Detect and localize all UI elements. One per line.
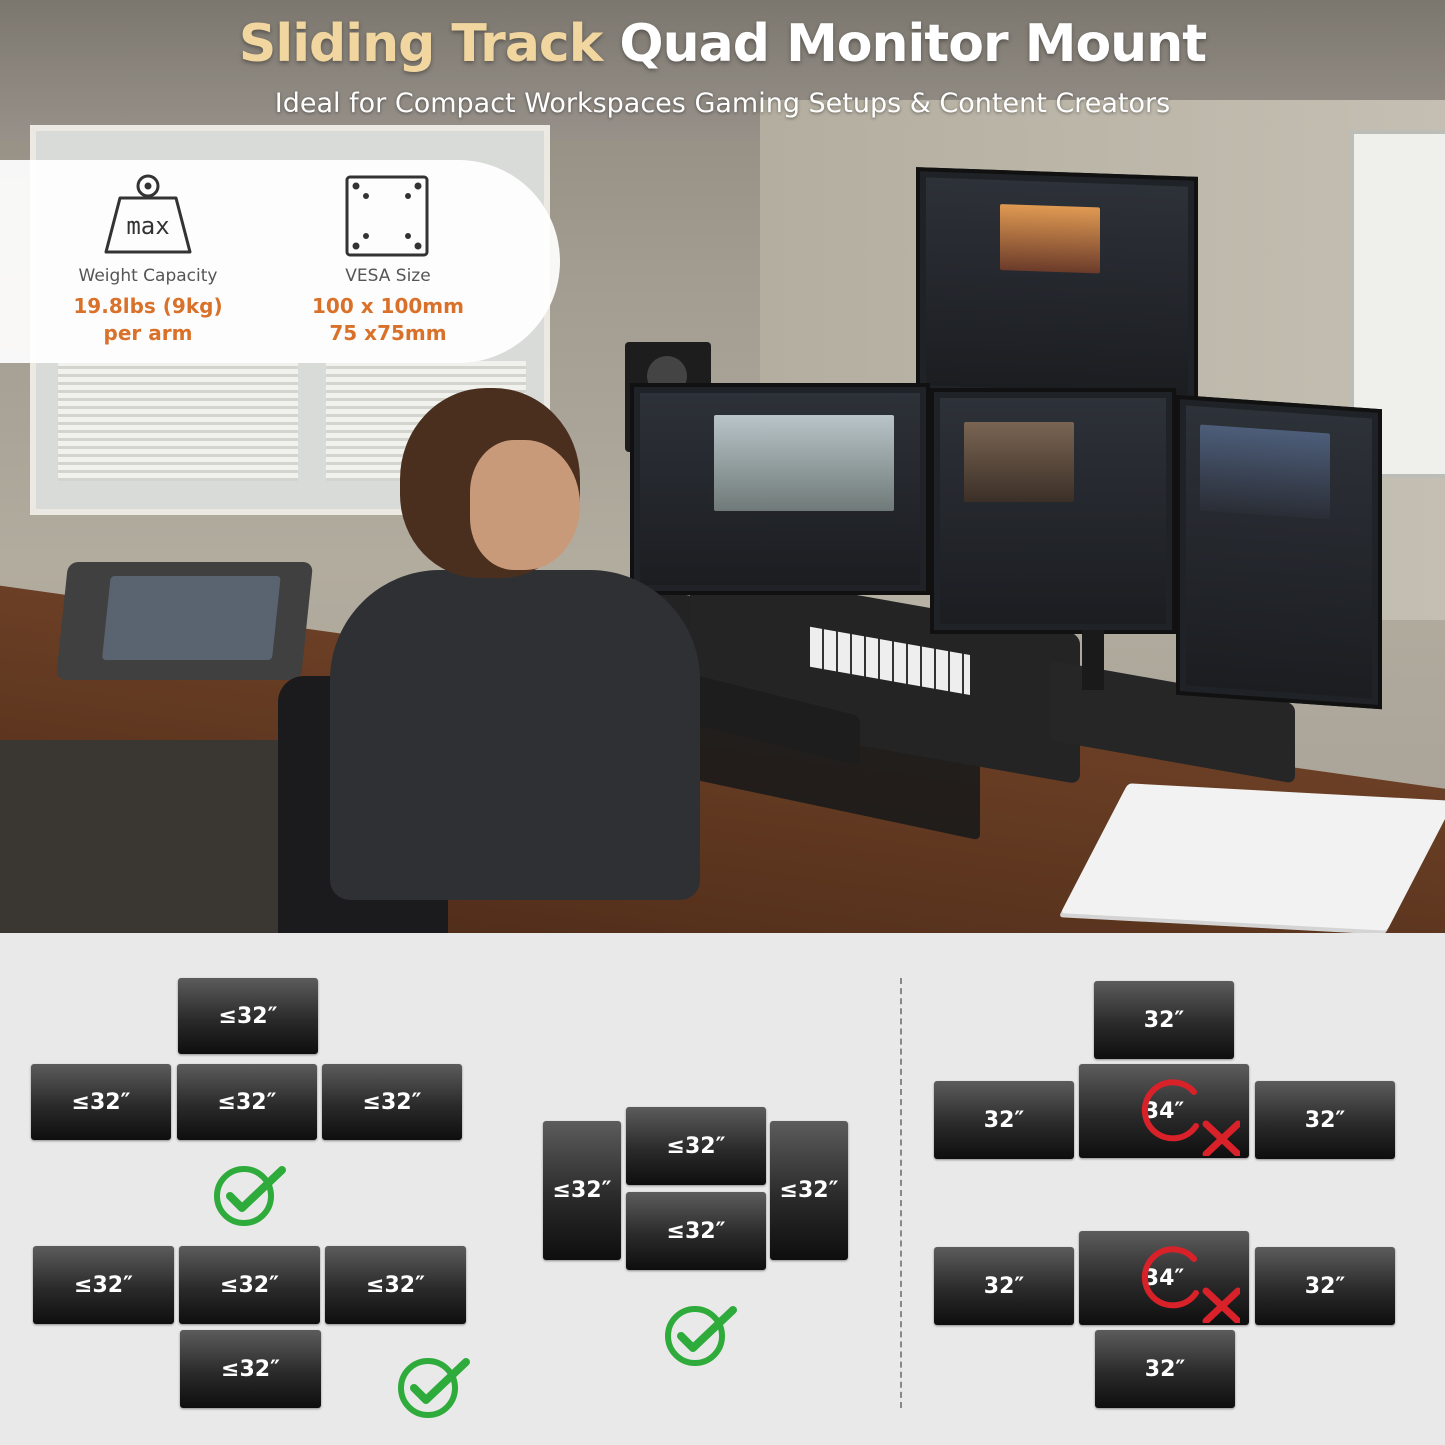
monitor-size-label: 34″ (1143, 1265, 1185, 1291)
monitor-tile-portrait: ≤32″ (543, 1121, 621, 1260)
monitor-tile: ≤32″ (322, 1064, 462, 1140)
monitor-tile: ≤32″ (626, 1192, 766, 1270)
whiteboard (1350, 130, 1445, 478)
monitor-left (630, 383, 930, 595)
page-subtitle: Ideal for Compact Workspaces Gaming Setu… (274, 88, 1171, 119)
person-face (470, 440, 580, 570)
vesa-pattern-icon (345, 175, 429, 257)
monitor-tile: 32″ (934, 1081, 1074, 1159)
window-blind (58, 361, 298, 481)
mount-pole (1082, 630, 1104, 690)
monitor-top (916, 167, 1198, 405)
section-divider (900, 978, 902, 1408)
spec-vesa-label: VESA Size (345, 266, 431, 286)
monitor-tile: ≤32″ (177, 1064, 317, 1140)
monitor-tile-portrait: ≤32″ (770, 1121, 848, 1260)
weight-max-icon: max (104, 174, 192, 254)
monitor-tile: ≤32″ (626, 1107, 766, 1185)
weight-icon-text: max (126, 212, 169, 240)
monitor-tile: 32″ (1094, 981, 1234, 1059)
monitor-tile: ≤32″ (178, 978, 318, 1054)
monitor-tile: ≤32″ (325, 1246, 466, 1324)
spec-vesa-value: 100 x 100mm (311, 294, 464, 318)
spec-weight-label: Weight Capacity (78, 266, 218, 286)
drawing-tablet (55, 562, 314, 680)
monitor-tile: ≤32″ (179, 1246, 320, 1324)
monitor-tile: 32″ (1255, 1081, 1395, 1159)
not-supported-icon (1141, 1079, 1240, 1156)
monitor-tile: ≤32″ (31, 1064, 171, 1140)
monitor-tile: 32″ (1095, 1330, 1235, 1408)
notebook (1060, 783, 1445, 931)
spec-weight-value: 19.8lbs (9kg) (73, 294, 223, 318)
spec-badge: max Weight Capacity 19.8lbs (9kg) per ar… (0, 160, 560, 363)
not-supported-icon (1141, 1246, 1240, 1323)
monitor-tile: 32″ (1255, 1247, 1395, 1325)
person (330, 570, 700, 900)
monitor-tile: ≤32″ (180, 1330, 321, 1408)
monitor-tile: 32″ (934, 1247, 1074, 1325)
monitor-middle (930, 388, 1176, 634)
monitor-right (1176, 394, 1382, 710)
check-icon (398, 1358, 470, 1418)
spec-vesa-value-alt: 75 x75mm (329, 321, 447, 345)
page-title: Sliding Track Quad Monitor Mount (0, 14, 1445, 74)
monitor-size-label: 34″ (1143, 1098, 1185, 1124)
title-highlight: Sliding Track (238, 14, 603, 74)
title-rest: Quad Monitor Mount (619, 14, 1207, 74)
spec-weight-value-unit: per arm (103, 321, 193, 345)
workspace-photo (0, 0, 1445, 933)
check-icon (665, 1306, 737, 1366)
monitor-tile: ≤32″ (33, 1246, 174, 1324)
check-icon (214, 1166, 286, 1226)
